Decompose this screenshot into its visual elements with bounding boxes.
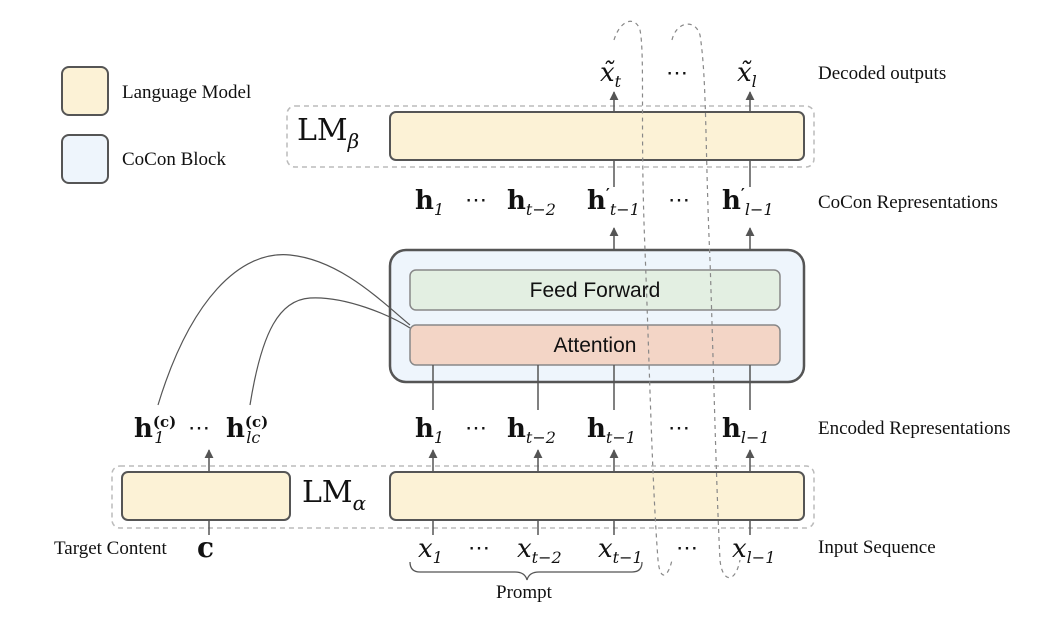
input-ellipsis: ⋯: [468, 536, 490, 561]
encoded-ellipsis: ⋯: [465, 416, 487, 441]
legend-label-language-model: Language Model: [122, 82, 252, 103]
target-content-symbol: c: [197, 531, 215, 564]
cocon-ellipsis: ⋯: [465, 188, 487, 213]
row-label-encoded: Encoded Representations: [818, 418, 1011, 439]
encoded-ellipsis: ⋯: [668, 416, 690, 441]
lm-alpha-label: LMα: [302, 475, 367, 515]
cocon-rep: ht−2: [507, 186, 556, 219]
lm-alpha-right-block: [389, 471, 805, 521]
content-ellipsis: ⋯: [188, 416, 210, 441]
cocon-output-arrows: [609, 227, 755, 250]
legend-swatch-language-model: [61, 66, 109, 116]
decoded-output: x̃l: [737, 58, 757, 91]
decoded-ellipsis: ⋯: [666, 61, 688, 86]
cocon-rep: h′l−1: [722, 185, 774, 219]
lm-alpha-left-block: [121, 471, 291, 521]
encoded-rep: h1: [415, 414, 445, 447]
prompt-label: Prompt: [496, 582, 552, 603]
input-token: xl−1: [732, 534, 776, 567]
lm-beta-label: LMβ: [297, 113, 360, 153]
cocon-rep: h′t−1: [587, 185, 640, 219]
encoded-rep: ht−1: [587, 414, 636, 447]
encoded-arrows: [204, 449, 755, 471]
lm-beta-input-lines: [613, 160, 751, 187]
lm-alpha-container: [111, 465, 815, 529]
encoded-rep: hl−1: [722, 414, 770, 447]
decoded-arrows: [609, 91, 755, 112]
input-token: x1: [418, 534, 443, 567]
row-label-decoded: Decoded outputs: [818, 63, 947, 84]
legend-label-cocon-block: CoCon Block: [122, 149, 226, 170]
encoded-rep: ht−2: [507, 414, 556, 447]
input-connectors: [208, 520, 751, 535]
content-attention-curves: [157, 254, 411, 406]
content-rep: h(c)1: [134, 413, 177, 447]
content-rep: h(c)lc: [226, 413, 269, 447]
lm-beta-block: [389, 111, 805, 161]
row-label-cocon: CoCon Representations: [818, 192, 998, 213]
input-token: xt−2: [517, 534, 562, 567]
autoregressive-loops: [613, 20, 741, 579]
input-token: xt−1: [598, 534, 643, 567]
attention-block: [409, 324, 781, 366]
lm-beta-container: [286, 105, 815, 168]
attention-input-lines: [432, 365, 751, 410]
cocon-ellipsis: ⋯: [668, 188, 690, 213]
row-label-target: Target Content: [54, 538, 167, 559]
legend-swatch-cocon-block: [61, 134, 109, 184]
decoded-output: x̃t: [600, 58, 622, 91]
prompt-brace: [409, 561, 643, 581]
feed-forward-block: [409, 269, 781, 311]
input-ellipsis: ⋯: [676, 536, 698, 561]
row-label-input: Input Sequence: [818, 537, 936, 558]
feed-forward-label: Feed Forward: [529, 279, 661, 302]
attention-label: Attention: [553, 334, 637, 357]
cocon-rep: h1: [415, 186, 445, 219]
